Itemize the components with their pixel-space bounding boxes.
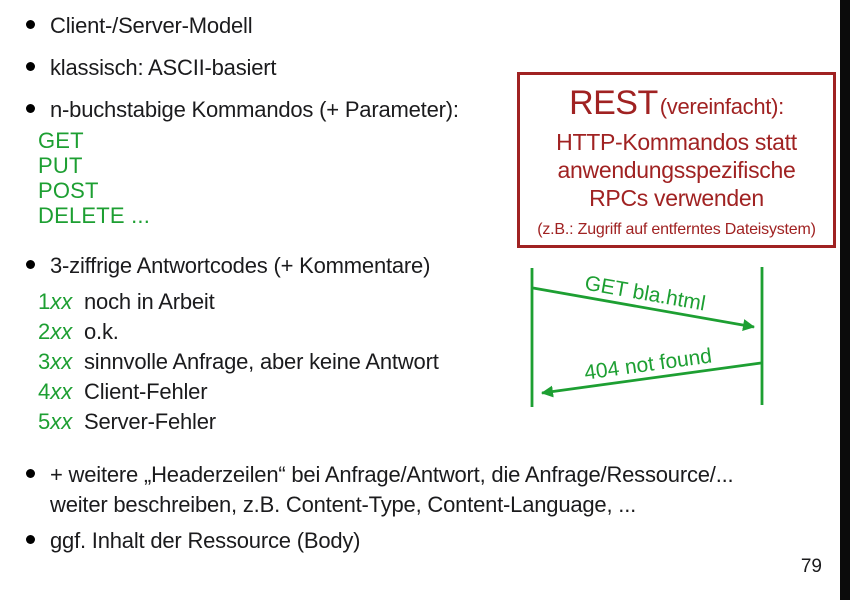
command-line: GET	[38, 128, 84, 153]
code-value: 1xx	[38, 289, 73, 314]
bullet-item-client-server: Client-/Server-Modell	[26, 12, 253, 39]
code-description: Server-Fehler	[84, 409, 216, 434]
response-arrow	[541, 361, 762, 398]
bullet-text: klassisch: ASCII-basiert	[50, 55, 277, 81]
bullet-dot-icon	[26, 468, 35, 478]
bullet-text-continuation: weiter beschreiben, z.B. Content-Type, C…	[50, 492, 637, 517]
bullet-item-body: ggf. Inhalt der Ressource (Body)	[26, 527, 361, 554]
bullet-text: + weitere „Headerzeilen“ bei Anfrage/Ant…	[50, 462, 734, 488]
bullet-text: Client-/Server-Modell	[50, 13, 253, 39]
code-description: Client-Fehler	[84, 379, 208, 404]
response-codes-list: 1xx noch in Arbeit 2xx o.k. 3xx sinnvolle A…	[38, 287, 439, 437]
bullet-item-antwortcodes: 3-ziffrige Antwortcodes (+ Kommentare)	[26, 252, 430, 279]
code-value: 2xx	[38, 319, 73, 344]
code-value: 5xx	[38, 409, 73, 434]
bullet-dot-icon	[26, 61, 35, 71]
code-value: 4xx	[38, 379, 73, 404]
bullet-text: n-buchstabige Kommandos (+ Parameter):	[50, 97, 459, 123]
code-row: 1xx noch in Arbeit	[38, 287, 439, 317]
code-row: 3xx sinnvolle Anfrage, aber keine Antwort	[38, 347, 439, 377]
bullet-text: ggf. Inhalt der Ressource (Body)	[50, 528, 361, 554]
code-row: 5xx Server-Fehler	[38, 407, 439, 437]
rest-footnote: (z.B.: Zugriff auf entferntes Dateisyste…	[537, 221, 816, 238]
code-row: 4xx Client-Fehler	[38, 377, 439, 407]
rest-title-main: REST	[569, 84, 658, 122]
code-description: o.k.	[84, 319, 119, 344]
request-arrow	[532, 286, 755, 331]
rest-body-line: HTTP-Kommandos statt	[556, 129, 797, 155]
command-line: PUT	[38, 153, 83, 178]
bullet-text: 3-ziffrige Antwortcodes (+ Kommentare)	[50, 253, 431, 279]
code-row: 2xx o.k.	[38, 317, 439, 347]
right-border-bar	[840, 0, 850, 600]
bullet-item-kommandos: n-buchstabige Kommandos (+ Parameter):	[26, 96, 459, 123]
code-value: 3xx	[38, 349, 73, 374]
bullet-item-headerzeilen: + weitere „Headerzeilen“ bei Anfrage/Ant…	[26, 461, 734, 488]
rest-body-line: RPCs verwenden	[589, 185, 764, 211]
bullet-dot-icon	[26, 259, 35, 269]
rest-info-box: REST(vereinfacht): HTTP-Kommandos statt …	[517, 72, 836, 248]
code-description: noch in Arbeit	[84, 289, 215, 314]
sequence-diagram: GET bla.html 404 not found	[530, 267, 764, 407]
rest-body-line: anwendungsspezifische	[557, 157, 796, 183]
bullet-dot-icon	[26, 534, 35, 544]
http-commands-list: GET PUT POST DELETE ...	[38, 128, 150, 228]
page-number: 79	[800, 556, 822, 577]
bullet-dot-icon	[26, 19, 35, 29]
code-description: sinnvolle Anfrage, aber keine Antwort	[84, 349, 439, 374]
command-line: POST	[38, 178, 99, 203]
rest-title-suffix: (vereinfacht):	[659, 94, 784, 119]
command-line: DELETE ...	[38, 203, 151, 228]
bullet-item-klassisch: klassisch: ASCII-basiert	[26, 54, 276, 81]
rest-title: REST(vereinfacht):	[520, 82, 833, 128]
bullet-dot-icon	[26, 103, 35, 113]
